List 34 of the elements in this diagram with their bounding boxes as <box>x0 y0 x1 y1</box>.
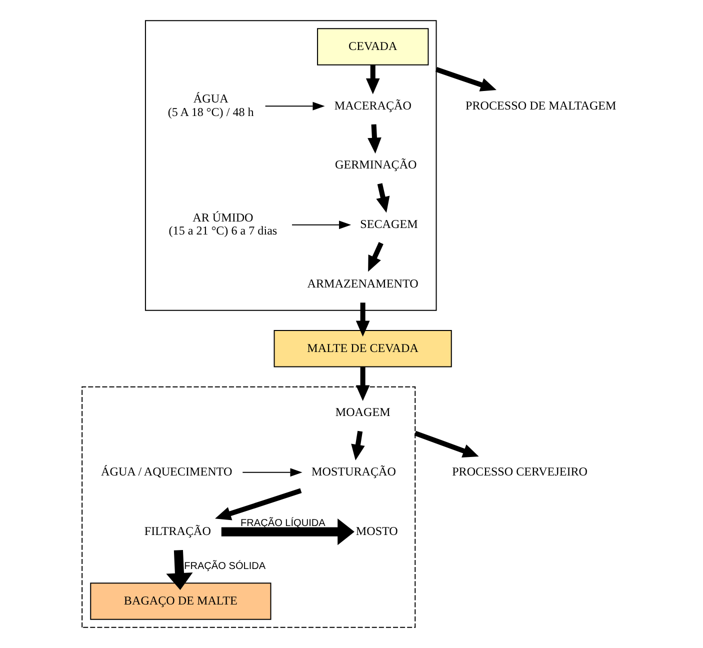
node-text: ÁGUA (5 A 18 °C) / 48 h <box>167 92 254 119</box>
arrow <box>220 518 354 546</box>
edge-label: FRAÇÃO LÍQUIDA <box>240 518 324 529</box>
node-text: PROCESSO DE MALTAGEM <box>465 98 616 112</box>
node-text: GERMINAÇÃO <box>334 158 416 172</box>
arrow <box>367 124 381 154</box>
arrow <box>365 65 380 94</box>
arrow <box>166 550 192 590</box>
node-text: MOSTO <box>355 524 398 538</box>
node-text: MOSTURAÇÃO <box>311 464 396 479</box>
arrow <box>292 220 351 230</box>
node-box: CEVADA <box>316 28 428 66</box>
node-text: MACERAÇÃO <box>334 98 411 112</box>
arrow <box>214 488 302 520</box>
arrow <box>376 183 390 213</box>
node-text: ÁGUA / AQUECIMENTO <box>100 464 232 479</box>
node-text: AR ÚMIDO (15 a 21 °C) 6 a 7 dias <box>168 210 277 238</box>
arrow <box>434 67 496 92</box>
arrow <box>355 302 370 337</box>
cluster <box>144 20 436 311</box>
node-text: ARMAZENAMENTO <box>306 276 418 290</box>
arrow <box>355 367 370 402</box>
arrow <box>414 430 478 458</box>
node-text: FILTRAÇÃO <box>144 524 210 538</box>
edge-label: FRAÇÃO SÓLIDA <box>184 561 265 572</box>
node-text: MOAGEM <box>334 405 390 420</box>
arrow <box>368 242 383 272</box>
arrow <box>242 468 302 477</box>
arrow <box>264 102 324 110</box>
node-box: MALTE DE CEVADA <box>273 330 452 368</box>
node-text: PROCESSO CERVEJEIRO <box>452 464 588 479</box>
node-box: BAGAÇO DE MALTE <box>90 582 271 620</box>
node-text: SECAGEM <box>360 217 418 232</box>
arrow <box>350 430 364 460</box>
